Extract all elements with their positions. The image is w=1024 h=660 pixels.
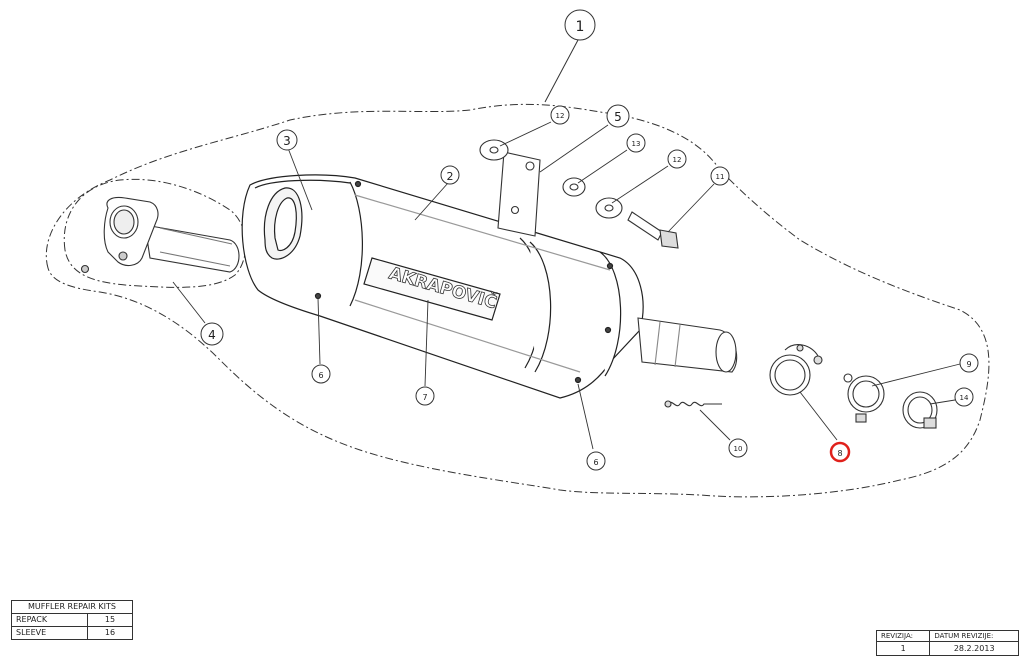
callout-4: 4 <box>200 322 224 346</box>
table-row: SLEEVE 16 <box>11 626 133 640</box>
svg-text:2: 2 <box>447 170 454 183</box>
assembly-outline <box>45 103 990 498</box>
revizija-label: REVIZIJA: <box>875 630 931 642</box>
datum-revizije-value: 28.2.2013 <box>929 641 1019 656</box>
svg-text:6: 6 <box>593 458 598 467</box>
repair-kits-title: MUFFLER REPAIR KITS <box>11 600 133 614</box>
outlet-pipe-part <box>637 317 738 373</box>
svg-text:5: 5 <box>614 110 622 124</box>
kit-name: SLEEVE <box>11 626 88 640</box>
kit-name: REPACK <box>11 613 88 627</box>
svg-text:12: 12 <box>556 112 565 120</box>
callout-6-right: 6 <box>586 451 606 471</box>
svg-text:10: 10 <box>734 445 743 453</box>
link-pipe-outline <box>63 178 247 288</box>
revision-block: REVIZIJA: DATUM REVIZIJE: 1 28.2.2013 <box>875 630 1019 656</box>
revizija-value: 1 <box>875 641 931 656</box>
callout-13: 13 <box>626 133 646 153</box>
table-row: REPACK 15 <box>11 613 133 627</box>
svg-text:13: 13 <box>632 140 641 148</box>
band-clamp-part <box>902 391 938 429</box>
callout-3: 3 <box>276 129 298 151</box>
hanger-part <box>843 373 885 423</box>
svg-text:6: 6 <box>318 371 323 380</box>
svg-text:9: 9 <box>966 360 971 369</box>
callout-8-highlighted: 8 <box>829 441 851 463</box>
clamp-part <box>769 344 823 396</box>
hardware-parts <box>479 139 679 249</box>
svg-text:4: 4 <box>208 328 216 342</box>
bracket-part <box>497 151 541 237</box>
kit-number: 16 <box>87 626 133 640</box>
callout-7: 7 <box>415 386 435 406</box>
datum-revizije-label: DATUM REVIZIJE: <box>929 630 1019 642</box>
callout-10: 10 <box>728 438 748 458</box>
kit-number: 15 <box>87 613 133 627</box>
muffler-repair-kits-table: MUFFLER REPAIR KITS REPACK 15 SLEEVE 16 <box>11 600 133 640</box>
callout-14: 14 <box>954 387 974 407</box>
callout-12-left: 12 <box>550 105 570 125</box>
svg-text:14: 14 <box>960 394 969 402</box>
svg-text:11: 11 <box>716 173 725 181</box>
callout-5: 5 <box>606 104 630 128</box>
link-pipe-part <box>80 196 240 274</box>
callout-9: 9 <box>959 353 979 373</box>
svg-text:8: 8 <box>837 449 842 458</box>
svg-text:7: 7 <box>422 393 427 402</box>
spring-part <box>664 400 722 408</box>
callout-12-right: 12 <box>667 149 687 169</box>
svg-text:3: 3 <box>283 134 291 148</box>
muffler-body-part: AKRAPOVIČ <box>241 174 644 399</box>
callout-11: 11 <box>710 166 730 186</box>
svg-text:12: 12 <box>673 156 682 164</box>
callout-2: 2 <box>440 165 460 185</box>
callout-6-left: 6 <box>311 364 331 384</box>
svg-text:1: 1 <box>576 19 585 35</box>
callout-1: 1 <box>564 9 596 41</box>
